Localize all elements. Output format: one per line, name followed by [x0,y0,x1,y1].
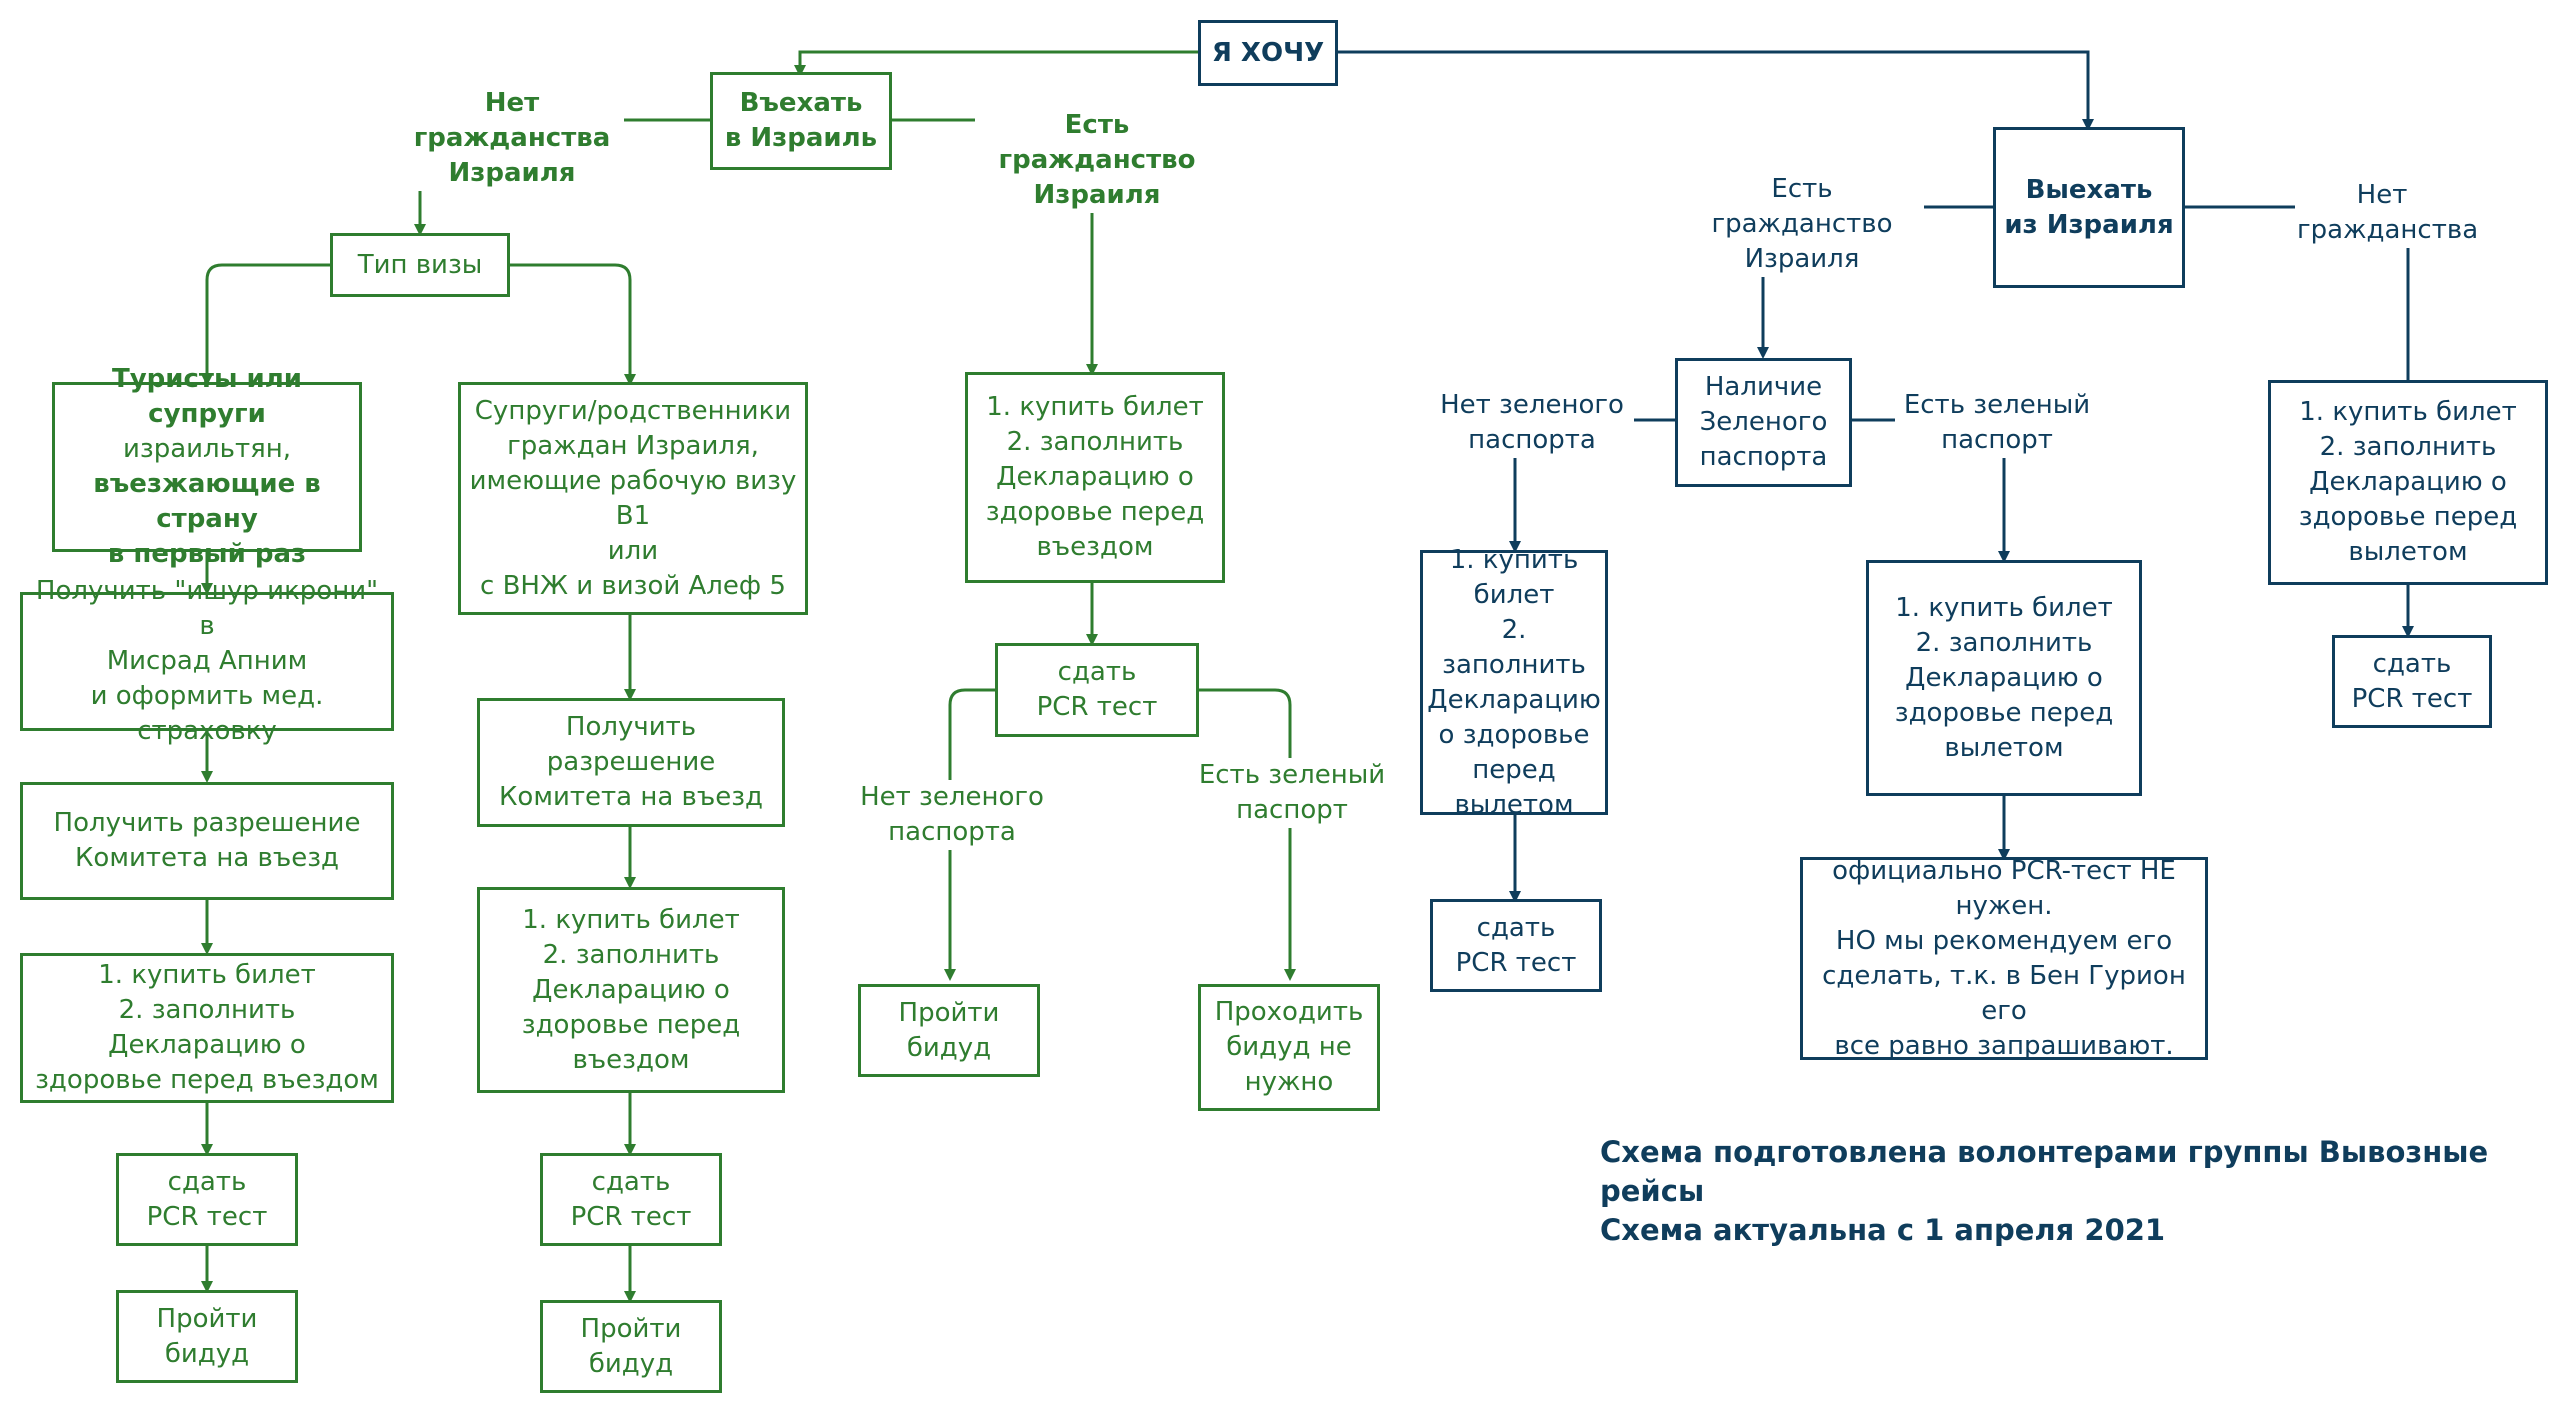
node-ticket-left: 1. купить билет 2. заполнить Декларацию … [20,953,394,1103]
node-pcr-noncitizen-leave: сдать PCR тест [2332,635,2492,728]
node-tourists-line3: въезжающие в страну в первый раз [93,469,321,569]
node-pcr-left: сдать PCR тест [116,1153,298,1246]
node-ticket-citizen-enter: 1. купить билет 2. заполнить Декларацию … [965,372,1225,583]
node-bidud-left: Пройти бидуд [116,1290,298,1383]
label-has-citizenship-enter: Есть гражданство Израиля [975,108,1219,213]
footer-line-2: Схема актуальна с 1 апреля 2021 [1600,1213,2166,1247]
label-has-green-leave: Есть зеленый паспорт [1895,388,2099,458]
label-no-citizenship-enter: Нет гражданства Израиля [400,86,624,191]
label-has-citizenship-leave: Есть гражданство Израиля [1680,172,1924,277]
node-visa-type: Тип визы [330,233,510,297]
node-committee-right: Получить разрешение Комитета на въезд [477,698,785,827]
node-green-passport: Наличие Зеленого паспорта [1675,358,1852,487]
label-has-green-enter: Есть зеленый паспорт [1195,758,1389,828]
node-pcr-no-green-leave: сдать PCR тест [1430,899,1602,992]
connector-visa-tourists [201,263,330,386]
node-committee-left: Получить разрешение Комитета на въезд [20,782,394,900]
connector-pcr-has-green [1197,688,1296,981]
node-bidud-no-green: Пройти бидуд [858,984,1040,1077]
node-pcr-not-needed: официально PCR-тест НЕ нужен. НО мы реко… [1800,856,2208,1061]
node-tourists-line2: израильтян, [122,434,292,464]
node-bidud-mid-left: Пройти бидуд [540,1300,722,1393]
connector-pcr-no-green [944,688,997,981]
node-enter: Въехать в Израиль [710,72,892,170]
connector-root-enter [794,50,1198,77]
node-no-bidud: Проходить бидуд не нужно [1198,984,1380,1111]
node-tourists-line1: Туристы или супруги [111,364,303,429]
connector-root-leave [1338,50,2094,131]
node-leave: Выехать из Израиля [1993,127,2185,288]
label-no-citizenship-leave: Нет гражданства [2295,178,2478,248]
node-ticket-no-green-leave: 1. купить билет 2. заполнить Декларацию … [1420,545,1608,820]
node-ticket-mid-left: 1. купить билет 2. заполнить Декларацию … [477,887,785,1093]
node-tourists: Туристы или супруги израильтян, въезжающ… [52,364,362,569]
node-pcr-citizen-enter: сдать PCR тест [995,643,1199,737]
label-no-green-enter: Нет зеленого паспорта [855,780,1049,850]
node-root: Я ХОЧУ [1198,20,1338,86]
footer-line-1: Схема подготовлена волонтерами группы Вы… [1600,1135,2489,1208]
node-pcr-mid-left: сдать PCR тест [540,1153,722,1246]
node-ticket-green-leave: 1. купить билет 2. заполнить Декларацию … [1866,560,2142,796]
footer-credits: Схема подготовлена волонтерами группы Вы… [1600,1133,2560,1250]
node-spouses: Супруги/родственники граждан Израиля, им… [458,382,808,615]
node-ishur: Получить "ишур икрони" в Мисрад Апним и … [20,576,394,746]
node-ticket-noncitizen-leave: 1. купить билет 2. заполнить Декларацию … [2268,380,2548,585]
connector-visa-spouses [508,263,636,386]
label-no-green-leave: Нет зеленого паспорта [1430,388,1634,458]
